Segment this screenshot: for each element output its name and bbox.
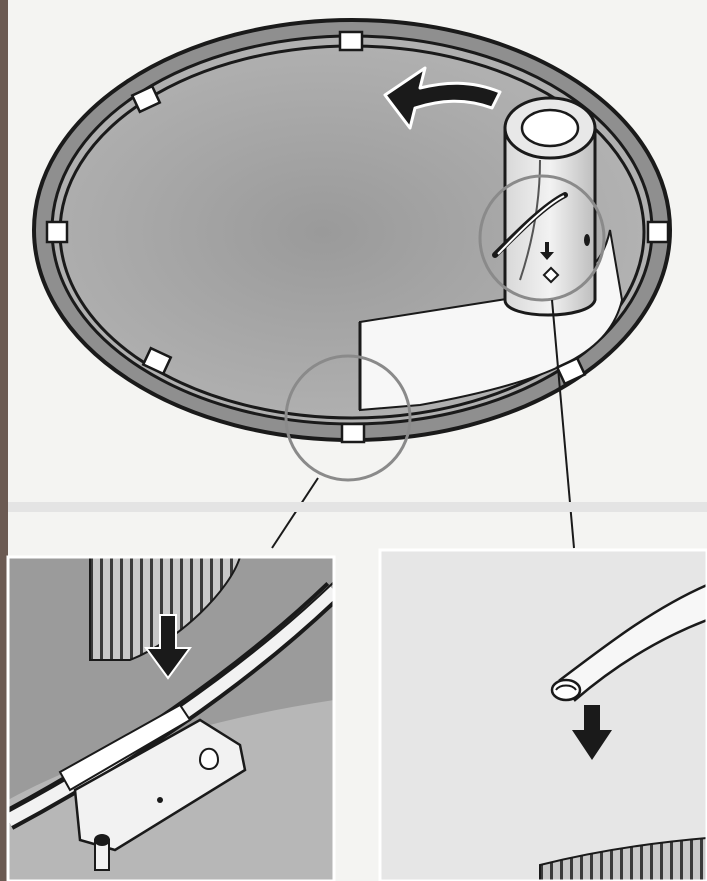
down-arrow-icon — [572, 705, 612, 760]
inset-left-frame — [6, 555, 336, 881]
detail-circle-left — [284, 354, 412, 482]
trim-strip-detail — [550, 583, 707, 702]
connector-block — [338, 30, 364, 52]
inset-right — [380, 550, 707, 881]
page-fold — [8, 502, 707, 512]
inset-right-frame — [378, 548, 707, 881]
connector-block — [45, 220, 69, 244]
rim-connectors — [45, 30, 670, 444]
detail-circle-right — [478, 174, 606, 302]
leader-line-left — [271, 477, 319, 549]
rail-connector — [58, 703, 247, 871]
connector-block — [141, 346, 173, 376]
connector-block — [340, 422, 366, 444]
liner-pleats — [539, 836, 707, 881]
connector-block — [130, 84, 162, 114]
down-arrow-icon — [540, 242, 554, 260]
curved-arrow-icon — [383, 66, 502, 130]
roll-core — [520, 108, 580, 148]
pool-top-view — [32, 18, 672, 549]
down-arrow-icon — [144, 614, 192, 680]
liner-pleats — [89, 557, 242, 661]
liner-roll — [503, 96, 597, 317]
inset-left — [8, 557, 334, 881]
page-edge — [0, 0, 8, 881]
connector-block — [646, 220, 670, 244]
connector-block — [555, 356, 587, 386]
